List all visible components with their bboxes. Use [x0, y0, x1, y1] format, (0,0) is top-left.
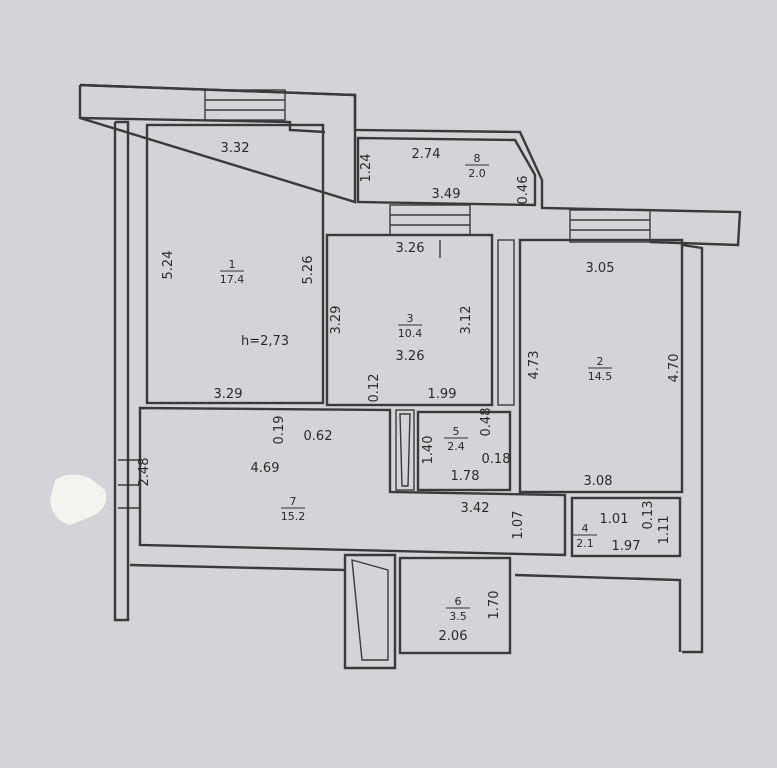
- room-label-5: 52.4: [444, 425, 468, 453]
- dimension-label: 1.40: [421, 436, 436, 465]
- dimension-label: 4.73: [527, 351, 542, 380]
- room-label-1: 117.4: [220, 258, 245, 286]
- dimension-label: 4.70: [667, 354, 682, 383]
- room-label-7: 715.2: [281, 495, 306, 523]
- dimension-label: 3.12: [459, 306, 474, 335]
- dimension-label: 3.32: [221, 141, 250, 156]
- dimension-label: 3.08: [584, 474, 613, 489]
- room-label-3: 310.4: [398, 312, 423, 340]
- dimension-label: 3.26: [396, 349, 425, 364]
- room-number: 5: [453, 425, 460, 438]
- dimension-label: 0.46: [516, 176, 531, 205]
- dimension-label: 0.18: [482, 452, 511, 467]
- room-number: 4: [582, 522, 589, 535]
- room-label-2: 214.5: [588, 355, 613, 383]
- dimension-labels: 3.32 5.24 5.26 h=2,73 3.29 1.24 2.74 0.46 3.49 3.…: [137, 141, 682, 644]
- dimension-label: 3.42: [461, 501, 490, 516]
- walls: [78, 83, 742, 670]
- dimension-label: 1.97: [612, 539, 641, 554]
- room-label-8: 82.0: [465, 152, 489, 180]
- room-number: 2: [597, 355, 604, 368]
- dimension-label: 2.74: [412, 147, 441, 162]
- dimension-label: 3.29: [329, 306, 344, 335]
- dimension-label: 3.49: [432, 187, 461, 202]
- room-area: 14.5: [588, 370, 613, 383]
- room-number: 3: [407, 312, 414, 325]
- dimension-label: 5.24: [161, 251, 176, 280]
- room-area: 2.4: [447, 440, 465, 453]
- dimension-label: 2.48: [137, 458, 152, 487]
- room-area: 3.5: [449, 610, 467, 623]
- dimension-label: 0.13: [641, 501, 656, 530]
- dimension-label: 3.05: [586, 261, 615, 276]
- dimension-label: 1.24: [359, 154, 374, 183]
- dimension-label: 0.62: [304, 429, 333, 444]
- room-label-4: 42.1: [573, 522, 597, 550]
- dimension-label: 0.19: [272, 416, 287, 445]
- dimension-label: 3.26: [396, 241, 425, 256]
- room-area: 2.1: [576, 537, 594, 550]
- dimension-label: 2.06: [439, 629, 468, 644]
- room-number: 1: [229, 258, 236, 271]
- room-area: 17.4: [220, 273, 245, 286]
- dimension-label: 1.01: [600, 512, 629, 527]
- dimension-label: 3.29: [214, 387, 243, 402]
- dimension-label: 0.12: [367, 374, 382, 403]
- room-area: 10.4: [398, 327, 423, 340]
- dimension-label: 4.69: [251, 461, 280, 476]
- room-number: 7: [290, 495, 297, 508]
- dimension-label: 0.48: [479, 408, 494, 437]
- door-blot: [50, 474, 107, 525]
- dimension-label: 1.07: [511, 511, 526, 540]
- room-area: 2.0: [468, 167, 486, 180]
- room-number: 6: [455, 595, 462, 608]
- dimension-label: 1.99: [428, 387, 457, 402]
- dimension-label: 1.78: [451, 469, 480, 484]
- dimension-label: 1.11: [657, 516, 672, 545]
- room-label-6: 63.5: [446, 595, 470, 623]
- room-number: 8: [474, 152, 481, 165]
- dimension-label: 5.26: [301, 256, 316, 285]
- room-area: 15.2: [281, 510, 306, 523]
- dimension-label: h=2,73: [241, 334, 289, 349]
- dimension-label: 1.70: [487, 591, 502, 620]
